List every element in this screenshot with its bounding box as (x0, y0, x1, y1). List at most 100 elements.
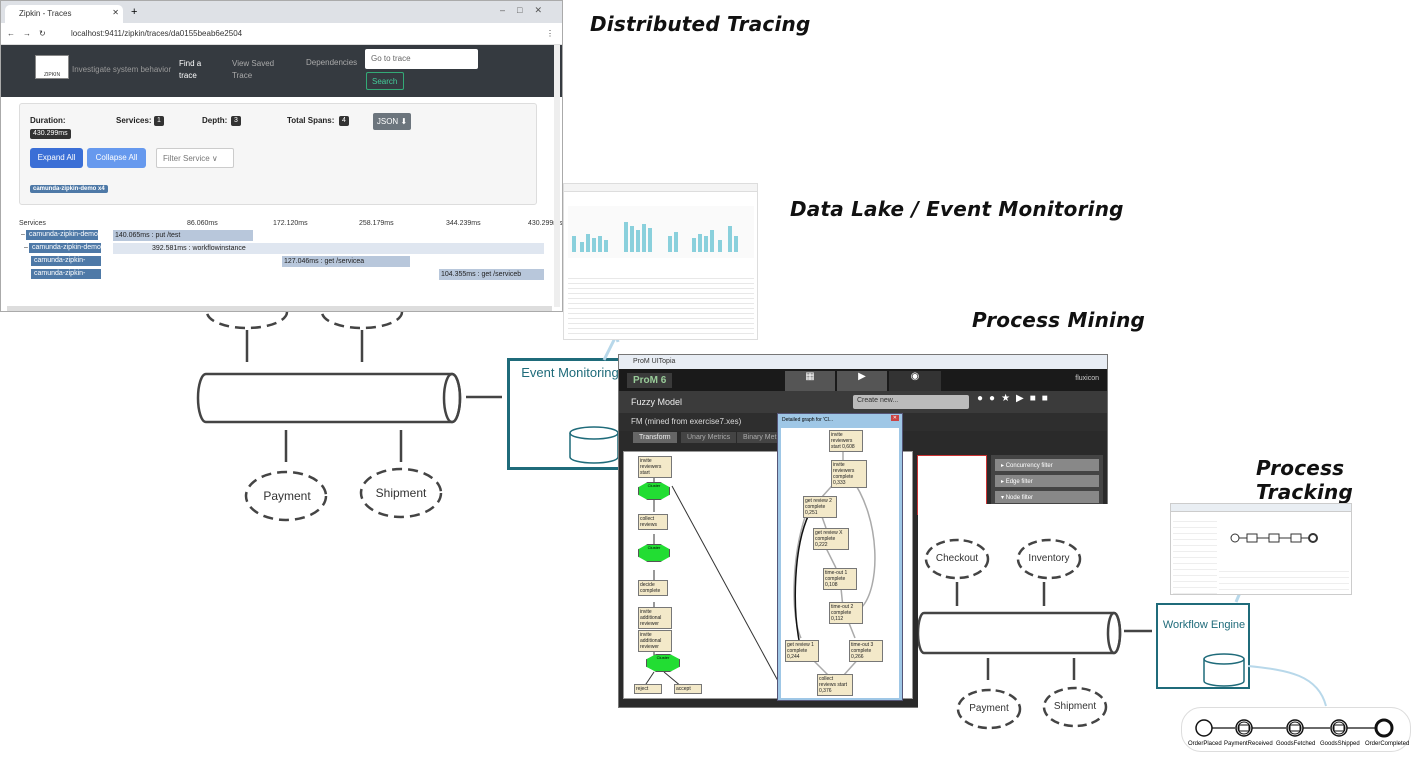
popup-graph[interactable]: invite reviewers start 0,608 invite revi… (781, 428, 899, 698)
prom-view-header: Fuzzy Model Create new... ●●★▶■■ (619, 391, 1107, 413)
filter-label: Edge filter (1005, 479, 1033, 485)
nav-dependencies[interactable]: Dependencies (306, 58, 358, 67)
filter-panel: ▸ Concurrency filter ▸ Edge filter ▾ Nod… (991, 455, 1103, 505)
search-button[interactable]: Search (366, 72, 404, 90)
horizontal-scrollbar[interactable] (7, 306, 552, 311)
graph-node[interactable]: invite additional reviewer (638, 630, 672, 652)
graph-node[interactable]: invite additional reviewer (638, 607, 672, 629)
span-service[interactable]: camunda-zipkin-demo (26, 230, 98, 240)
tick: 258.179ms (359, 220, 394, 227)
tab-views[interactable]: ◉ (889, 371, 941, 391)
heading-process-mining: Process Mining (972, 308, 1146, 332)
timeline: Services 86.060ms 172.120ms 258.179ms 34… (1, 216, 562, 301)
nav-view-saved-trace[interactable]: View Saved Trace (232, 59, 275, 80)
database-icon (1203, 653, 1245, 687)
json-button[interactable]: JSON ⬇ (373, 113, 411, 130)
nav-find-trace[interactable]: Find a trace (179, 59, 202, 80)
browser-tab[interactable]: Zipkin - Traces ✕ (5, 5, 123, 23)
popup-node[interactable]: invite reviewers complete 0,333 (831, 460, 867, 488)
payment-label: Payment (263, 489, 311, 503)
view-title: Fuzzy Model (631, 397, 683, 407)
services-label: Services: (116, 116, 152, 125)
window-controls[interactable]: –□✕ (500, 5, 554, 15)
filter-node[interactable]: ▾ Node filter (995, 491, 1099, 503)
span-bar[interactable]: 392.581ms : workflowinstance (150, 243, 544, 254)
prom-titlebar: ProM UITopia (619, 355, 1107, 369)
prom-toolbar: ProM 6 ▦ ▶ ◉ fluxicon (619, 369, 1107, 391)
heading-process-tracking: Process Tracking (1256, 456, 1353, 504)
tick: 172.120ms (273, 220, 308, 227)
zipkin-logo[interactable]: ZIPKIN (35, 55, 69, 79)
span-service[interactable]: camunda-zipkin-demo (29, 243, 101, 253)
graph-node[interactable]: collect reviews (638, 514, 668, 530)
bpmn-label: GoodsFetched (1276, 741, 1316, 747)
left-architecture-diagram (196, 300, 502, 522)
filter-edge[interactable]: ▸ Edge filter (995, 475, 1099, 487)
expand-all-button[interactable]: Expand All (30, 148, 83, 168)
tab-actions[interactable]: ▶ (837, 371, 887, 391)
tab-binary-metrics[interactable]: Binary Metrics (737, 432, 794, 443)
popup-node[interactable]: time-out 3 complete 0,266 (849, 640, 883, 662)
workflow-engine-box: Workflow Engine (1156, 603, 1250, 689)
url-field[interactable]: localhost:9411/zipkin/traces/da0155beab6… (71, 29, 243, 38)
span-service[interactable]: camunda-zipkin-demo (31, 256, 101, 274)
download-icon: ⬇ (400, 117, 408, 126)
bpmn-process (1195, 718, 1394, 738)
collapse-toggle-icon[interactable]: – (21, 231, 25, 238)
back-icon[interactable]: ← (7, 29, 15, 38)
total-spans-label: Total Spans: (287, 116, 335, 125)
duration-badge: 430.299ms (30, 129, 71, 139)
graph-cluster-node[interactable]: Cluster (646, 654, 680, 672)
popup-close-icon[interactable]: ✕ (890, 415, 899, 421)
new-tab-icon[interactable]: + (131, 6, 138, 18)
connector-lines (1234, 583, 1327, 707)
database-icon (569, 426, 619, 464)
span-bar[interactable]: 127.046ms : get /servicea (282, 256, 410, 267)
graph-node[interactable]: accept (674, 684, 702, 694)
chevron-down-icon: ∨ (211, 154, 218, 163)
vertical-scrollbar[interactable] (554, 45, 560, 307)
histogram (572, 222, 738, 252)
popup-node[interactable]: collect reviews start 0,376 (817, 674, 853, 696)
zipkin-header: ZIPKIN Investigate system behavior Find … (1, 45, 562, 97)
prom-icon-buttons[interactable]: ●●★▶■■ (977, 393, 1054, 404)
goto-trace-input[interactable]: Go to trace (365, 49, 478, 69)
filter-concurrency[interactable]: ▸ Concurrency filter (995, 459, 1099, 471)
forward-icon[interactable]: → (23, 29, 31, 38)
create-new-select[interactable]: Create new... (853, 395, 969, 409)
bpmn-label: PaymentReceived (1224, 741, 1273, 747)
shipment-label: Shipment (375, 486, 427, 500)
right-architecture-diagram (918, 538, 1152, 730)
graph-node[interactable]: invite reviewers start (638, 456, 672, 478)
tab-workspace[interactable]: ▦ (785, 371, 835, 391)
heading-distributed-tracing: Distributed Tracing (590, 12, 811, 36)
graph-cluster-node[interactable]: Cluster (638, 544, 670, 562)
close-icon[interactable]: ✕ (112, 8, 119, 17)
span-service[interactable]: camunda-zipkin-demo (31, 269, 101, 287)
graph-node[interactable]: reject (634, 684, 662, 694)
popup-node[interactable]: get review 2 complete 0,251 (803, 496, 837, 518)
popup-node[interactable]: get review X complete 0,222 (813, 528, 849, 550)
bpmn-process-container: OrderPlaced PaymentReceived GoodsFetched… (1181, 707, 1411, 752)
popup-node[interactable]: time-out 1 complete 0,108 (823, 568, 857, 590)
span-bar[interactable]: 104.355ms : get /serviceb (439, 269, 544, 280)
service-tag[interactable]: camunda-zipkin-demo x4 (30, 185, 108, 193)
tab-unary-metrics[interactable]: Unary Metrics (681, 432, 737, 443)
graph-cluster-node[interactable]: Cluster (638, 482, 670, 500)
address-bar: ← → ↻ localhost:9411/zipkin/traces/da015… (1, 23, 562, 45)
popup-node[interactable]: get review 1 complete 0,244 (785, 640, 819, 662)
collapse-toggle-icon[interactable]: – (24, 244, 28, 251)
menu-icon[interactable]: ⋮ (546, 29, 554, 38)
depth-label: Depth: (202, 116, 228, 125)
tab-title: Zipkin - Traces (19, 9, 72, 18)
graph-node[interactable]: decide complete (638, 580, 668, 596)
duration-label: Duration: (30, 116, 66, 125)
popup-node[interactable]: time-out 2 complete 0,112 (829, 602, 863, 624)
filter-service-select[interactable]: Filter Service ∨ (156, 148, 234, 168)
tab-transform[interactable]: Transform (633, 432, 677, 443)
collapse-all-button[interactable]: Collapse All (87, 148, 146, 168)
filter-label: Concurrency filter (1005, 463, 1053, 469)
reload-icon[interactable]: ↻ (39, 29, 46, 38)
popup-node[interactable]: invite reviewers start 0,608 (829, 430, 863, 452)
span-bar[interactable]: 140.065ms : put /test (113, 230, 253, 241)
